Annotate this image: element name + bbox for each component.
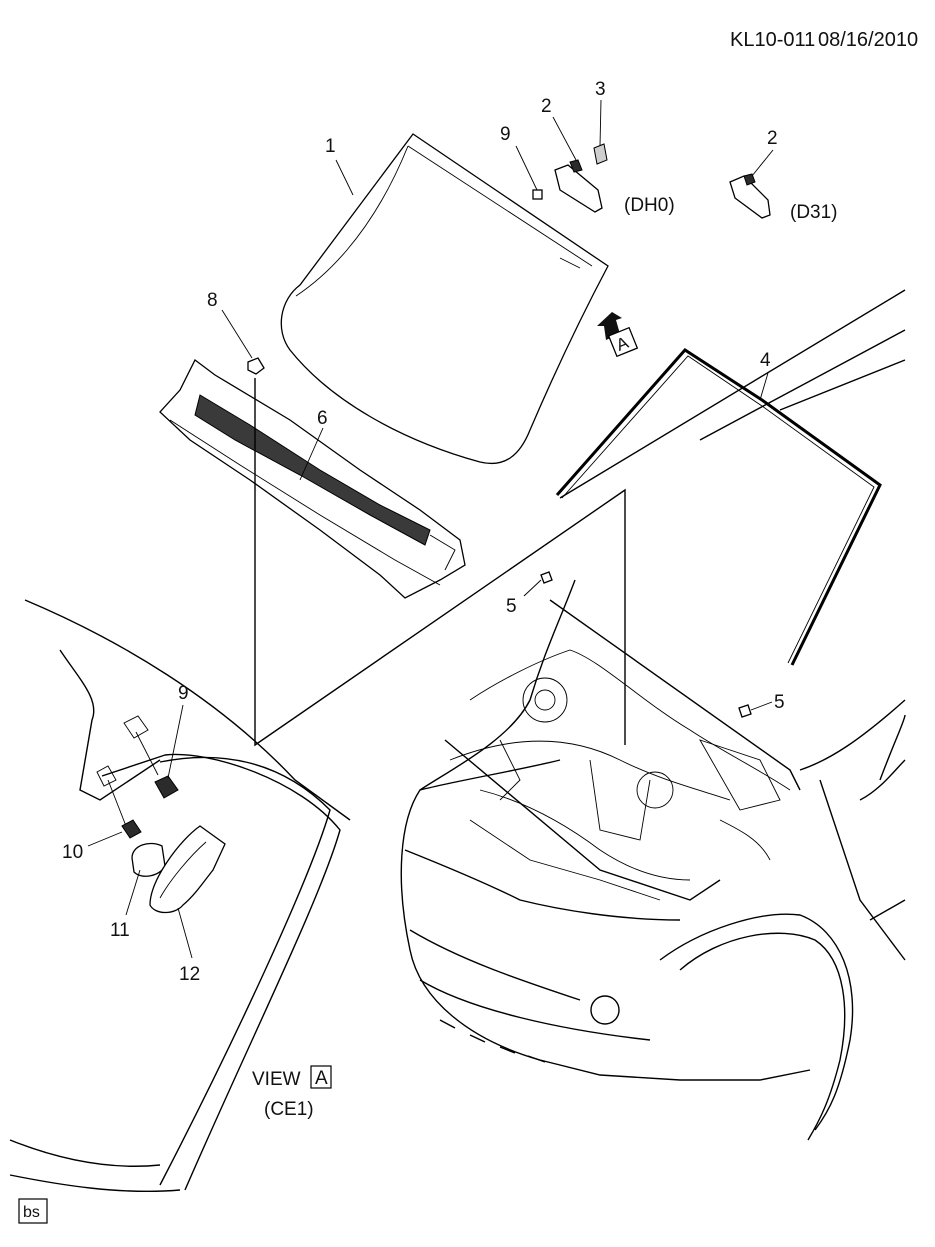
leader-lines: [254, 378, 626, 747]
callout-4: 4: [760, 350, 771, 371]
clip-5-right: [738, 704, 752, 718]
windshield-glass: [280, 133, 609, 464]
view-letter: A: [315, 1068, 328, 1089]
part-12-detail: [149, 825, 226, 914]
callout-12: 12: [179, 964, 200, 985]
callout-9-detail: 9: [178, 683, 189, 704]
part-10-detail: [121, 819, 142, 839]
callout-6: 6: [317, 408, 328, 429]
engine-bay: [449, 649, 791, 901]
view-direction-arrow: A: [597, 312, 639, 358]
callout-2-dh0: 2: [541, 96, 552, 117]
callout-10: 10: [62, 842, 83, 863]
windshield-seal: [555, 348, 882, 666]
clip-5-left: [540, 571, 553, 584]
mirror-d31: [729, 173, 771, 219]
doc-date: 08/16/2010: [818, 29, 918, 51]
callout-9-top: 9: [500, 124, 511, 145]
header: KL10-011 08/16/2010: [730, 29, 918, 51]
clip-8: [247, 357, 265, 375]
view-word: VIEW: [252, 1069, 301, 1090]
callout-3: 3: [595, 79, 606, 100]
callout-5-left: 5: [506, 596, 517, 617]
part-9-detail: [154, 775, 179, 799]
option-ce1: (CE1): [264, 1099, 314, 1120]
callout-11: 11: [110, 920, 130, 941]
vehicle-front: [400, 289, 906, 1141]
part-11-detail: [131, 842, 166, 877]
callout-8: 8: [207, 290, 218, 311]
option-d31: (D31): [790, 202, 838, 223]
callout-5-right: 5: [774, 692, 785, 713]
footer-badge: bs: [18, 1198, 48, 1224]
option-dh0: (DH0): [624, 195, 675, 216]
mirror-dh0: [532, 143, 608, 213]
cowl-panel: [159, 359, 466, 599]
view-a-caption: VIEW A (CE1): [252, 1065, 332, 1120]
callout-2-d31: 2: [767, 128, 778, 149]
badge-text: bs: [23, 1204, 40, 1221]
view-a-detail: [9, 599, 351, 1192]
callout-1: 1: [325, 136, 336, 157]
doc-id: KL10-011: [730, 29, 815, 51]
